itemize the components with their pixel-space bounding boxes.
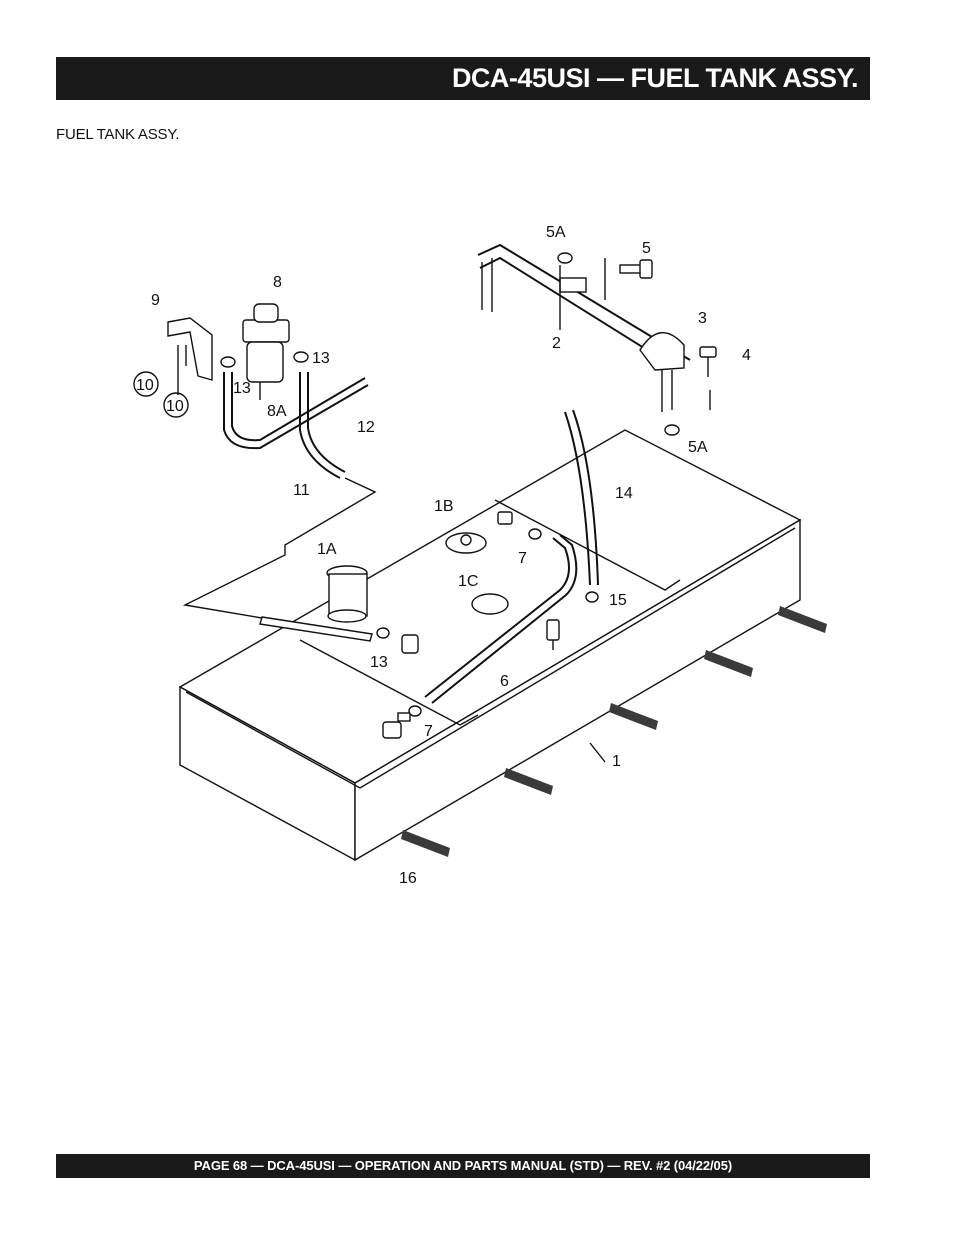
callout-16: 16: [399, 870, 417, 887]
callout-5A-bottom: 5A: [688, 439, 708, 456]
callout-13a: 13: [233, 380, 251, 397]
callout-5A-top: 5A: [546, 224, 566, 241]
fuel-filter-assembly: [167, 303, 369, 479]
callout-12: 12: [357, 419, 375, 436]
callout-8A: 8A: [267, 403, 287, 420]
page-title: DCA-45USI — FUEL TANK ASSY.: [451, 63, 859, 93]
callout-15: 15: [609, 592, 627, 609]
leader-lines: [177, 345, 606, 763]
rubber-strips: [401, 606, 827, 857]
callout-1A: 1A: [317, 541, 337, 558]
footer-text: PAGE 68 — DCA-45USI — OPERATION AND PART…: [193, 1158, 733, 1173]
callout-3: 3: [698, 310, 707, 327]
callout-6: 6: [500, 673, 509, 690]
callout-1B: 1B: [434, 498, 454, 515]
callout-10a: 10: [136, 377, 154, 394]
header-bar: DCA-45USI — FUEL TANK ASSY.: [56, 57, 870, 100]
callout-8: 8: [273, 274, 282, 291]
section-title: FUEL TANK ASSY.: [56, 126, 180, 143]
callout-labels: 1 1A 1B 1C 2 3 4 5 5A 5A 6 7 7 8 8A 9 10…: [133, 224, 751, 887]
callout-9: 9: [151, 292, 160, 309]
callout-13c: 13: [370, 654, 388, 671]
callout-11: 11: [293, 482, 310, 499]
mounting-bracket: [477, 243, 717, 436]
callout-13b: 13: [312, 350, 330, 367]
fuel-tank: [178, 429, 802, 862]
callout-5: 5: [642, 240, 651, 257]
footer-bar: PAGE 68 — DCA-45USI — OPERATION AND PART…: [56, 1154, 870, 1178]
callout-7a: 7: [518, 550, 527, 567]
callout-14: 14: [615, 485, 633, 502]
callout-1C: 1C: [458, 573, 478, 590]
callout-7b: 7: [424, 723, 433, 740]
callout-1: 1: [612, 753, 621, 770]
callout-10b: 10: [166, 398, 184, 415]
tank-top-components: [259, 409, 599, 717]
callout-4: 4: [742, 347, 751, 364]
callout-2: 2: [552, 335, 561, 352]
